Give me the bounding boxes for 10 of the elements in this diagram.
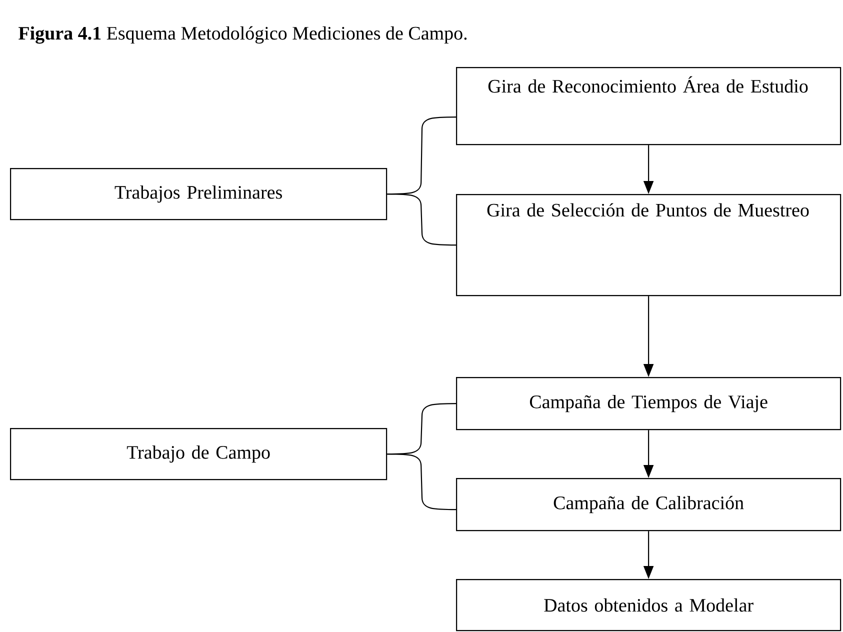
bracket-connector	[387, 194, 456, 246]
bracket-connector	[387, 454, 456, 510]
process-box: Trabajos Preliminares	[10, 168, 388, 220]
step-box: Datos obtenidos a Modelar	[456, 579, 842, 632]
process-box: Trabajo de Campo	[10, 428, 388, 480]
step-box: Gira de Reconocimiento Área de Estudio	[456, 67, 842, 146]
figure-caption: Figura 4.1 Esquema Metodológico Mediciones de Campo.	[18, 26, 467, 44]
step-box: Campaña de Tiempos de Viaje	[456, 377, 842, 430]
step-box: Gira de Selección de Puntos de Muestreo	[456, 194, 842, 296]
step-box: Campaña de Calibración	[456, 478, 842, 532]
